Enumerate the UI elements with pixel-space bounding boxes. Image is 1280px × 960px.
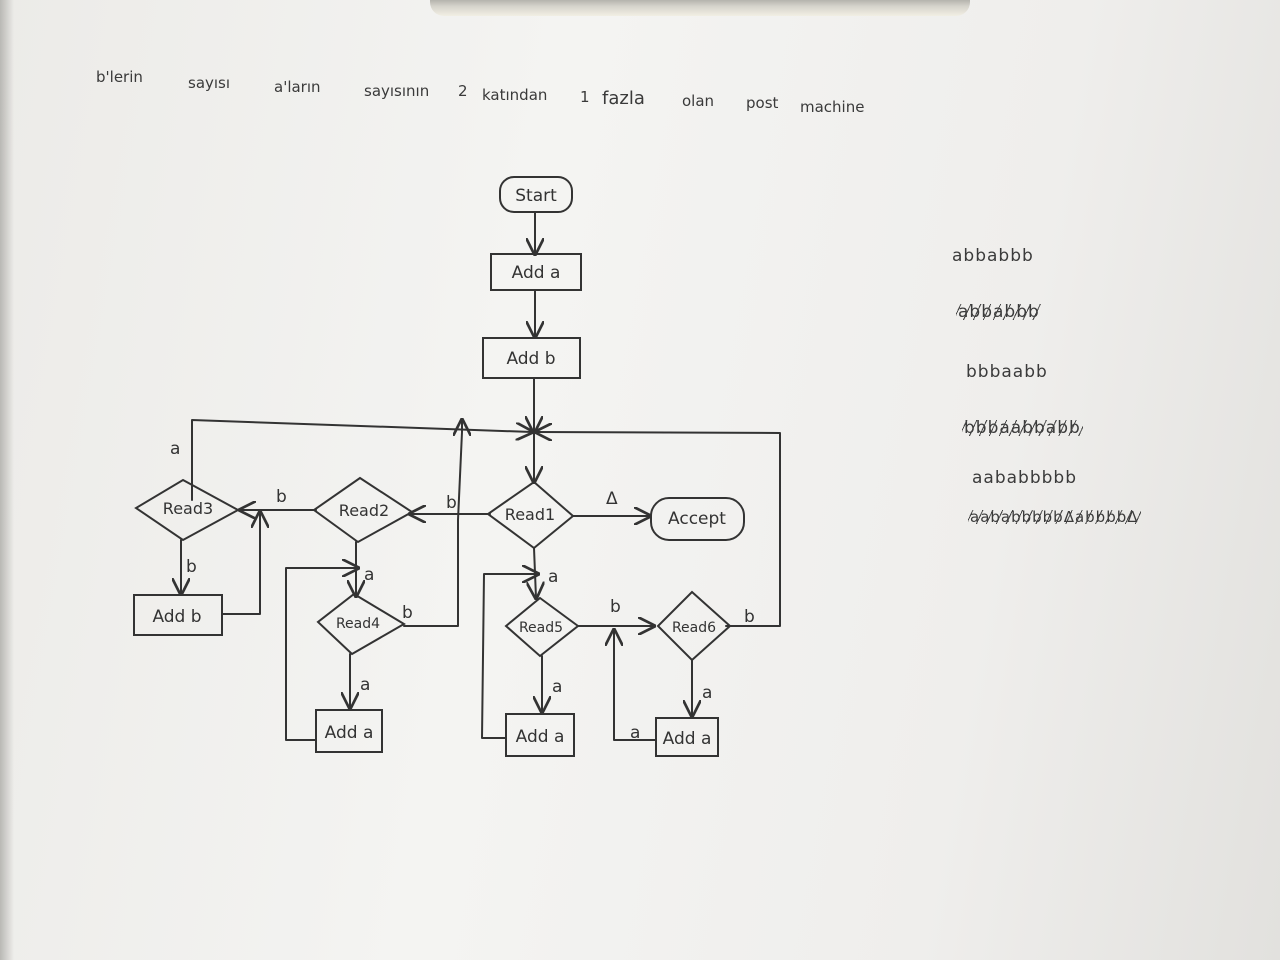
edge-addb-back <box>221 512 260 615</box>
edge-label-read5-read6: b <box>610 597 621 617</box>
add-a-6-box <box>655 717 719 757</box>
edge-label-read1-accept: Δ <box>606 489 618 509</box>
read6-diamond <box>656 590 732 662</box>
read5-diamond <box>504 596 580 658</box>
title-word: post <box>746 94 779 112</box>
accept-node <box>650 497 745 541</box>
edge-label-read2-read3: b <box>276 487 287 507</box>
add-b-top-box <box>482 337 581 379</box>
edge-label-read4-adda: a <box>360 675 370 695</box>
edge-read6-loop-b <box>536 432 781 627</box>
add-a-5-box <box>505 713 575 757</box>
edge-label-read3-loop: a <box>170 439 180 459</box>
note-line-5: aababbbbb <box>972 468 1077 488</box>
edge-label-read1-read2: b <box>446 493 457 513</box>
title-word: a'ların <box>274 78 321 96</box>
diagram-title: b'lerin sayısı a'ların sayısının 2 katın… <box>96 64 896 124</box>
paper-edge-shadow <box>0 0 14 960</box>
add-a-5-label: Add a <box>516 727 565 747</box>
edge-adda6-loop <box>614 630 657 741</box>
edge-label-read2-read4: a <box>364 565 374 585</box>
edge-label-read6-back: b <box>744 607 755 627</box>
title-word: machine <box>800 98 865 116</box>
accept-label: Accept <box>668 509 726 529</box>
trace-notes: abbabbb abbabbb bbbaabb bbbaabbabb aabab… <box>950 240 1270 540</box>
note-line-6-wrap: aababbbbbΔabbbbΔ <box>968 508 1141 526</box>
read2-label: Read2 <box>339 501 389 520</box>
note-line-4: bbbaabbabb <box>962 418 1083 438</box>
edge-adda5-loop <box>481 574 538 739</box>
note-line-4-wrap: bbbaabbabb <box>962 418 1083 438</box>
edge-label-read5-adda: a <box>552 677 562 697</box>
read6-label: Read6 <box>672 620 716 636</box>
start-node <box>499 176 573 213</box>
add-b-top-label: Add b <box>506 349 555 369</box>
start-label: Start <box>515 186 557 206</box>
title-word: sayısının <box>364 82 430 100</box>
edge-read4-back-b <box>403 420 462 627</box>
add-a-top-label: Add a <box>512 263 561 283</box>
note-line-3: bbbaabb <box>966 362 1048 382</box>
title-word: fazla <box>602 88 645 109</box>
read3-label: Read3 <box>163 499 213 518</box>
title-word: katından <box>482 86 548 104</box>
title-word: olan <box>682 92 715 110</box>
note-line-2-wrap: abbabbb <box>956 302 1042 322</box>
add-a-4-label: Add a <box>325 723 374 743</box>
add-b-left-label: Add b <box>152 607 201 627</box>
title-word: 2 <box>458 82 468 100</box>
add-a-4-box <box>315 709 383 753</box>
note-line-2: abbabbb <box>956 302 1042 322</box>
read4-label: Read4 <box>336 616 380 632</box>
clipboard-clip <box>430 0 970 16</box>
edge-label-read1-read5: a <box>548 567 558 587</box>
edge-label-read4-back: b <box>402 603 413 623</box>
read5-label: Read5 <box>519 620 563 636</box>
add-a-6-label: Add a <box>663 729 712 749</box>
note-line-1: abbabbb <box>952 246 1034 266</box>
read1-diamond <box>486 480 575 550</box>
title-word: sayısı <box>188 74 231 92</box>
read4-diamond <box>316 592 406 656</box>
edge-label-read3-addb: b <box>186 557 197 577</box>
edge-adda4-loop <box>285 568 358 741</box>
read1-label: Read1 <box>505 505 555 524</box>
read2-diamond <box>312 476 414 544</box>
title-word: 1 <box>580 88 590 106</box>
edge-read3-loop-a <box>191 419 532 501</box>
edge-label-read6-adda: a <box>702 683 712 703</box>
edge-label-adda6-loop: a <box>630 723 640 743</box>
title-word: b'lerin <box>96 68 143 86</box>
note-line-6: aababbbbbΔabbbbΔ <box>968 508 1141 526</box>
add-b-left-box <box>133 594 223 636</box>
read3-diamond <box>134 478 241 542</box>
add-a-top-box <box>490 253 582 291</box>
